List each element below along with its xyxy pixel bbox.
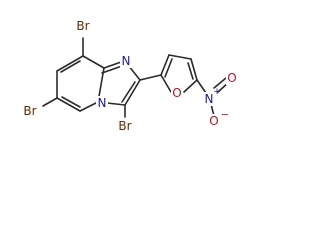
structure-diagram: Br Br Br N N O N + O O − bbox=[20, 18, 238, 134]
atom-br-left: Br bbox=[23, 104, 36, 118]
atom-labels: Br Br Br N N O N + O O − bbox=[20, 18, 238, 134]
furan-ring bbox=[160, 54, 198, 93]
atom-o-nitro-minus: O bbox=[209, 114, 218, 128]
atom-br-bottom: Br bbox=[118, 119, 131, 133]
atom-br-top: Br bbox=[76, 19, 89, 33]
nitro-n-charge: + bbox=[213, 87, 221, 97]
substituent-bonds bbox=[42, 37, 162, 118]
atom-n-nitro: N bbox=[205, 92, 214, 106]
atom-n-imine: N bbox=[122, 54, 131, 68]
atom-o-nitro-right: O bbox=[227, 71, 236, 85]
atom-n-bridge: N bbox=[98, 96, 107, 110]
atom-o-furan: O bbox=[172, 86, 181, 100]
nitro-o-charge: − bbox=[221, 110, 229, 121]
